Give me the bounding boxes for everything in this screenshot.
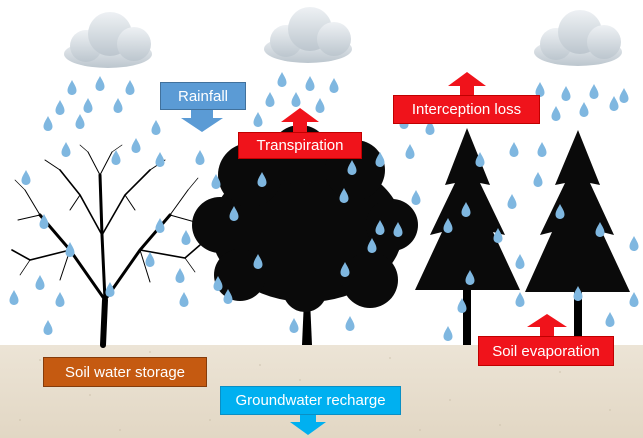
raindrop-icon xyxy=(35,275,45,290)
arrow-up-icon xyxy=(448,72,486,96)
raindrop-icon xyxy=(515,254,525,269)
raindrop-icon xyxy=(111,150,121,165)
raindrop-icon xyxy=(179,292,189,307)
raindrop-icon xyxy=(43,320,53,335)
deciduous-tree-icon xyxy=(11,144,201,348)
raindrop-icon xyxy=(629,292,639,307)
raindrop-icon xyxy=(145,252,155,267)
raindrop-icon xyxy=(9,290,19,305)
raindrop-icon xyxy=(405,144,415,159)
rainfall-label: Rainfall xyxy=(160,82,246,110)
raindrop-icon xyxy=(329,78,339,93)
raindrop-icon xyxy=(609,96,619,111)
raindrop-icon xyxy=(83,98,93,113)
interception-loss-label: Interception loss xyxy=(393,95,540,124)
raindrop-icon xyxy=(113,98,123,113)
raindrop-icon xyxy=(55,292,65,307)
conifer-tree-icon xyxy=(415,128,520,345)
raindrop-icon xyxy=(95,76,105,91)
raindrop-icon xyxy=(181,230,191,245)
raindrop-icon xyxy=(265,92,275,107)
raindrop-icon xyxy=(619,88,629,103)
raindrop-icon xyxy=(289,318,299,333)
raindrop-icon xyxy=(507,194,517,209)
raindrop-icon xyxy=(43,116,53,131)
raindrop-icon xyxy=(589,84,599,99)
arrow-up-icon xyxy=(281,108,319,134)
raindrop-icon xyxy=(125,80,135,95)
raindrop-icon xyxy=(61,142,71,157)
raindrop-icon xyxy=(291,92,301,107)
raindrop-icon xyxy=(151,120,161,135)
cloud-icon xyxy=(534,10,622,66)
groundwater-recharge-label: Groundwater recharge xyxy=(220,386,401,415)
conifer-tree-icon xyxy=(525,130,630,338)
raindrop-icon xyxy=(21,170,31,185)
raindrop-icon xyxy=(533,172,543,187)
raindrop-icon xyxy=(277,72,287,87)
raindrop-icon xyxy=(411,190,421,205)
soil-evaporation-label: Soil evaporation xyxy=(478,336,614,366)
raindrop-icon xyxy=(561,86,571,101)
raindrop-icon xyxy=(345,316,355,331)
raindrop-icon xyxy=(629,236,639,251)
cloud-icon xyxy=(264,7,352,63)
raindrop-icon xyxy=(253,112,263,127)
raindrop-icon xyxy=(305,76,315,91)
raindrop-icon xyxy=(105,282,115,297)
arrow-up-icon xyxy=(527,314,567,336)
raindrop-icon xyxy=(443,326,453,341)
arrow-down-icon xyxy=(290,414,326,435)
soil-water-storage-label: Soil water storage xyxy=(43,357,207,387)
raindrop-icon xyxy=(509,142,519,157)
raindrop-icon xyxy=(67,80,77,95)
raindrop-icon xyxy=(605,312,615,327)
raindrop-icon xyxy=(579,102,589,117)
raindrop-icon xyxy=(551,106,561,121)
raindrop-icon xyxy=(55,100,65,115)
raindrop-icon xyxy=(75,114,85,129)
raindrop-icon xyxy=(175,268,185,283)
transpiration-label: Transpiration xyxy=(238,132,362,159)
raindrop-icon xyxy=(195,150,205,165)
raindrop-icon xyxy=(537,142,547,157)
raindrop-icon xyxy=(315,98,325,113)
arrow-down-icon xyxy=(181,108,223,132)
raindrop-icon xyxy=(155,218,165,233)
cloud-icon xyxy=(64,12,152,68)
raindrop-icon xyxy=(155,152,165,167)
raindrop-icon xyxy=(515,292,525,307)
raindrop-icon xyxy=(131,138,141,153)
